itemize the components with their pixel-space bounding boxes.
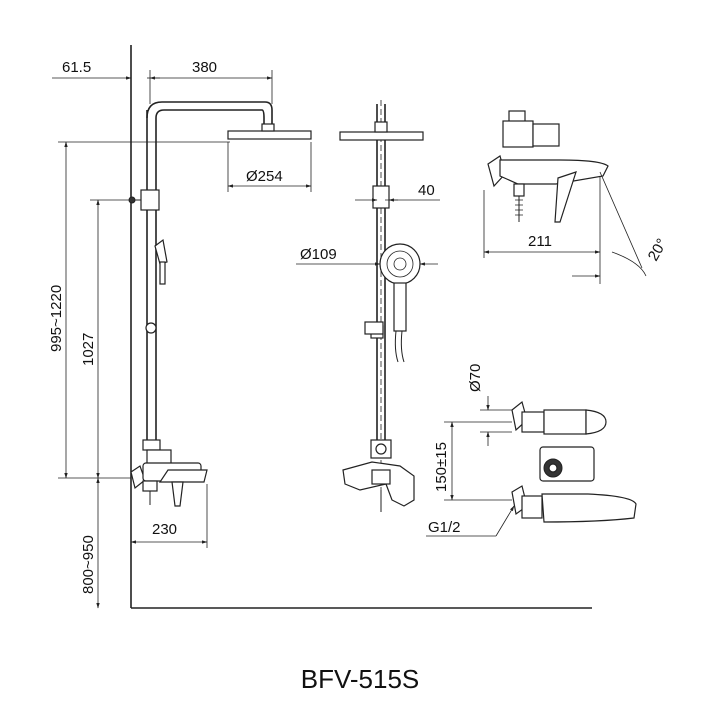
dim-arm-length: 380	[192, 59, 217, 76]
dim-height-range: 995~1220	[48, 285, 65, 352]
dim-flange-diameter: Ø70	[467, 364, 484, 392]
dim-mixer-depth: 211	[528, 233, 552, 250]
dim-angle: 20°	[645, 236, 671, 264]
front-view-shower	[339, 100, 424, 512]
dimension-labels: 61.5 380 Ø254 40 Ø109 211 20° 995~1220 1…	[48, 59, 671, 594]
dim-riser-height: 1027	[80, 333, 97, 366]
dim-head-diameter: Ø254	[246, 168, 283, 185]
wall-and-floor	[130, 45, 592, 609]
mixer-detail-view	[511, 400, 637, 523]
mixer-top-view	[487, 110, 609, 223]
dim-wall-offset: 61.5	[62, 59, 91, 76]
dim-handshower-diameter: Ø109	[300, 246, 337, 263]
dim-pipe-width: 40	[418, 182, 435, 199]
dim-install-height: 800~950	[80, 535, 97, 594]
side-view-shower	[128, 101, 312, 507]
dim-thread: G1/2	[428, 519, 461, 536]
model-title: BFV-515S	[301, 664, 420, 694]
dim-mixer-projection: 230	[152, 521, 177, 538]
dim-center-distance: 150±15	[433, 442, 450, 492]
dimension-lines	[52, 70, 647, 609]
